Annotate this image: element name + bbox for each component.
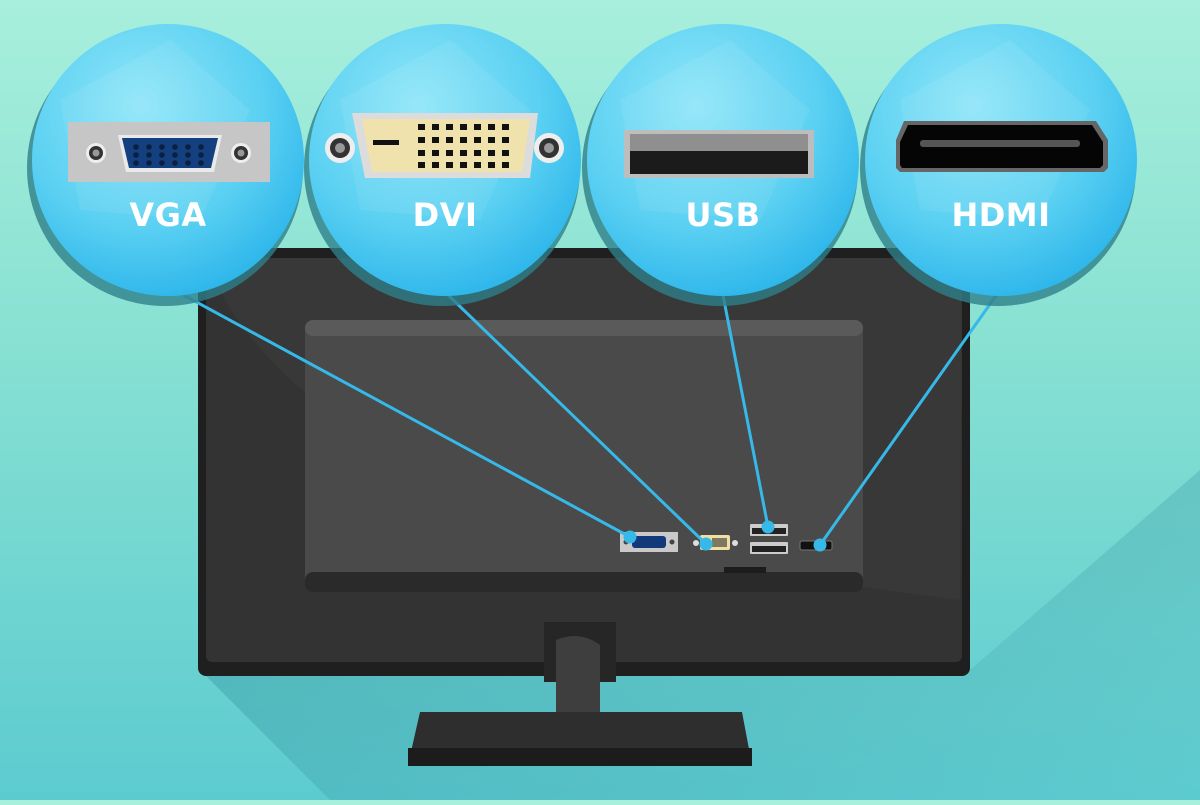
monitor: [198, 248, 970, 766]
connector-lines: [164, 283, 1002, 552]
dvi-label: DVI: [412, 196, 478, 234]
back-panel: [305, 320, 863, 592]
usb-bubble: [582, 24, 859, 306]
callout-bubbles: [27, 24, 1137, 306]
vga-bubble: [27, 24, 304, 306]
usb-label: USB: [685, 196, 761, 234]
hdmi-port-icon: [896, 121, 1108, 172]
hdmi-bubble: [860, 24, 1137, 306]
dvi-port-icon: [325, 113, 564, 178]
dvi-bubble: [304, 24, 581, 306]
vga-label: VGA: [129, 196, 207, 234]
hdmi-label: HDMI: [951, 196, 1051, 234]
usb-port-icon: [624, 130, 814, 178]
vga-port-icon: [68, 122, 270, 182]
